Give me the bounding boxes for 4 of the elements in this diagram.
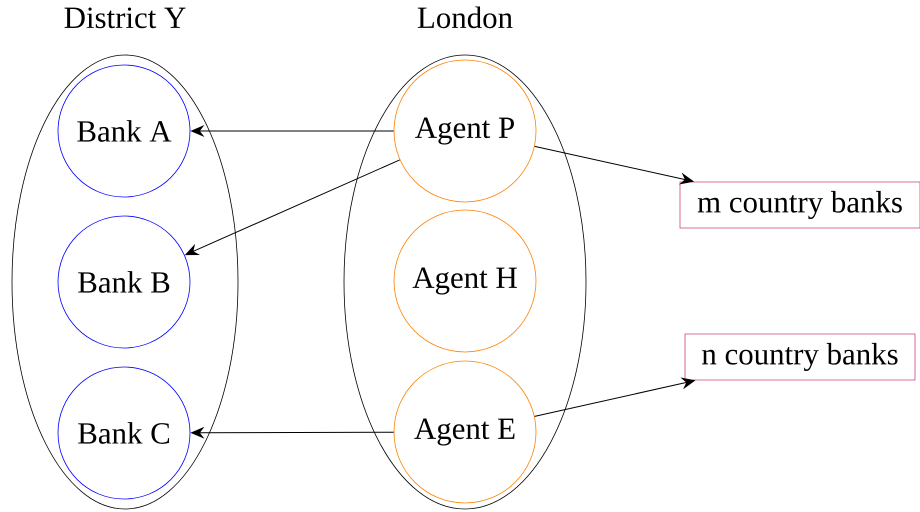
- country-banks-box: n country banks: [684, 334, 916, 380]
- node-label: District Y: [64, 7, 186, 28]
- node-label: London: [418, 6, 513, 28]
- country-banks-box: m country banks: [680, 182, 920, 228]
